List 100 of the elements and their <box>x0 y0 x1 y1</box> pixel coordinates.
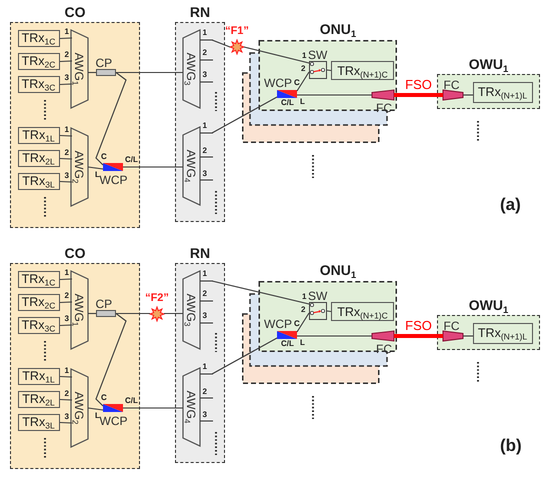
fiber-line <box>88 407 104 411</box>
port-number: 1 <box>64 366 69 374</box>
transceiver-box: TRx$_{2C}$ <box>18 294 60 310</box>
fiber-line <box>463 335 473 337</box>
fiber-line <box>60 278 72 280</box>
port-number: 3 <box>202 170 207 178</box>
port-number: 2 <box>202 48 207 56</box>
fiber-line <box>394 93 443 97</box>
fiber-line <box>60 37 72 40</box>
port-number: 1 <box>202 362 207 370</box>
transceiver-box: TRx$_{2L}$ <box>18 390 60 408</box>
group-title: RN <box>190 4 210 20</box>
fiber-line <box>60 83 72 86</box>
fiber-line <box>394 334 443 338</box>
fiber-line <box>123 407 183 409</box>
device-label: FC <box>444 78 460 90</box>
port-label: 2 <box>301 306 306 314</box>
fiber-line <box>296 312 310 332</box>
port-number: 3 <box>64 412 69 420</box>
transceiver-box: TRx$_{3L}$ <box>18 172 60 190</box>
port-number: 2 <box>64 148 69 156</box>
port-number: 3 <box>64 172 69 180</box>
port-number: 3 <box>202 70 207 78</box>
transceiver-box: TRx$_{2C}$ <box>18 52 60 70</box>
port-label: C <box>294 79 300 87</box>
port-number: 3 <box>202 312 207 320</box>
transceiver-box: TRx$_{(N+1)L}$ <box>472 322 532 344</box>
port-number: 1 <box>64 28 69 36</box>
fiber-line <box>116 312 150 314</box>
fiber-line <box>326 310 332 312</box>
device-label: WCP <box>100 174 128 186</box>
group-title: ONU$_{1}$ <box>320 262 356 278</box>
fiber-line <box>212 280 310 305</box>
port-number: 3 <box>64 74 69 82</box>
fiber-line <box>60 376 72 378</box>
port-label: C/L <box>125 397 138 405</box>
fiber-line <box>60 324 72 326</box>
fiber-line <box>297 335 372 337</box>
port-number: 2 <box>64 390 69 398</box>
panel-label: (a) <box>500 196 521 213</box>
group-title: CO <box>64 4 86 20</box>
device-label: SW <box>308 49 328 61</box>
port-label: 2 <box>301 65 306 73</box>
transceiver-box: TRx$_{(N+1)C}$ <box>331 61 394 80</box>
device-label: FC <box>444 320 460 332</box>
port-number: 1 <box>202 270 207 278</box>
port-label: L <box>95 171 100 179</box>
transceiver-box: TRx$_{3C}$ <box>18 76 60 92</box>
port-number: 2 <box>202 388 207 396</box>
group-title: OWU$_{1}$ <box>468 56 508 72</box>
port-label: C <box>101 153 107 161</box>
device-label: WCP <box>264 318 292 330</box>
transceiver-box: TRx$_{3L}$ <box>18 414 60 430</box>
edge-label: FSO <box>403 78 434 91</box>
port-number: 3 <box>202 410 207 418</box>
port-label: C <box>101 394 107 402</box>
group-title: ONU$_{1}$ <box>320 21 356 37</box>
transceiver-box: TRx$_{3C}$ <box>18 316 60 334</box>
fiber-line <box>123 166 183 168</box>
port-label: 1 <box>302 52 306 60</box>
fiber-line <box>463 94 473 96</box>
port-label: L <box>300 98 305 106</box>
port-number: 1 <box>64 126 69 134</box>
device-label: SW <box>308 290 328 302</box>
port-number: 1 <box>202 28 207 36</box>
fiber-line <box>326 69 332 72</box>
port-number: 3 <box>64 314 69 322</box>
fiber-line <box>88 72 96 74</box>
fiber-line <box>60 180 72 183</box>
device-label: CP <box>96 298 112 310</box>
fault-label: “F2” <box>145 292 169 304</box>
transceiver-box: TRx$_{1C}$ <box>18 30 60 46</box>
fiber-line <box>212 96 278 134</box>
port-label: C/L <box>281 340 294 348</box>
fiber-line <box>212 39 230 48</box>
fault-label: “F1” <box>225 25 249 37</box>
fiber-line <box>88 166 104 170</box>
transceiver-box: TRx$_{2L}$ <box>18 150 60 166</box>
port-number: 2 <box>64 292 69 300</box>
port-number: 2 <box>202 146 207 154</box>
fiber-line <box>60 134 72 137</box>
fiber-line <box>88 312 96 314</box>
transceiver-box: TRx$_{1C}$ <box>18 270 60 288</box>
transceiver-box: TRx$_{1L}$ <box>18 126 60 144</box>
port-label: C/L <box>125 156 138 164</box>
port-label: L <box>300 339 305 347</box>
port-label: C/L <box>281 99 294 107</box>
fiber-line <box>164 312 183 314</box>
port-label: 1 <box>302 293 306 301</box>
fiber-line <box>212 338 278 374</box>
transceiver-box: TRx$_{1L}$ <box>18 368 60 384</box>
group-title: RN <box>190 245 210 261</box>
group-title: CO <box>64 245 86 261</box>
fiber-line <box>296 72 310 92</box>
fiber-line <box>60 398 72 401</box>
panel-label: (b) <box>500 437 522 454</box>
port-number: 2 <box>202 290 207 298</box>
device-label: WCP <box>100 414 128 426</box>
fiber-line <box>60 158 72 160</box>
fiber-line <box>244 46 310 64</box>
